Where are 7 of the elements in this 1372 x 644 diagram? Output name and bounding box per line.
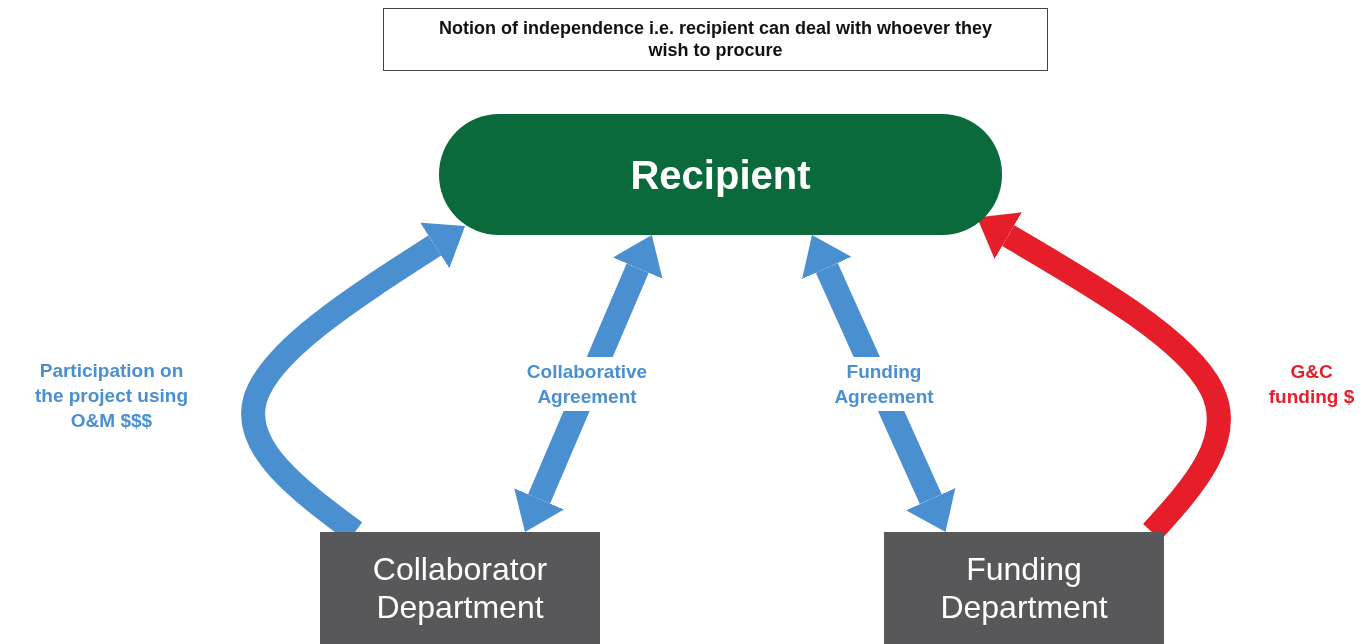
note-box bbox=[383, 8, 1048, 71]
node-text: Collaborator Department bbox=[371, 549, 549, 627]
node-text: Notion of independence i.e. recipient can deal with whoever they wish to procure bbox=[437, 17, 994, 62]
department-box bbox=[884, 532, 1164, 644]
node-text: Funding Department bbox=[939, 549, 1109, 627]
node-text: Recipient bbox=[630, 151, 811, 199]
department-box bbox=[320, 532, 600, 644]
